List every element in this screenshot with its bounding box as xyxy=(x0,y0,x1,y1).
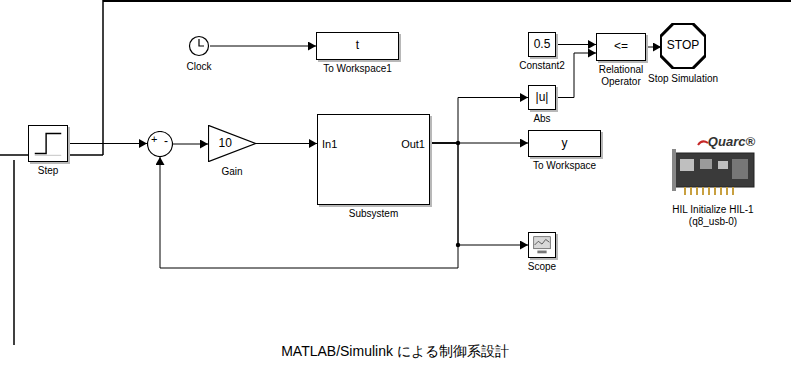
block-name: Relational Operator xyxy=(585,64,657,87)
stop-block: STOPStop Simulation xyxy=(660,23,706,69)
step-block: Step xyxy=(28,125,68,162)
signal-line xyxy=(430,98,528,144)
block-name: Step xyxy=(38,165,59,177)
block-name: Constant2 xyxy=(519,60,565,72)
block-label: + xyxy=(151,133,157,146)
hil-initialize-block: Quarc®HIL Initialize HIL-1 (q8_usb-0) xyxy=(668,135,758,200)
caption: MATLAB/Simulink による制御系設計 xyxy=(281,343,509,361)
block-label: - xyxy=(164,135,168,149)
block-shape xyxy=(147,131,173,157)
to-workspace-block: yTo Workspace xyxy=(528,130,601,157)
block-shape xyxy=(208,125,256,162)
abs-block: |u|Abs xyxy=(528,85,556,110)
block-label: STOP xyxy=(667,39,699,53)
signal-line xyxy=(556,53,596,98)
block-label: |u| xyxy=(536,91,549,105)
signal-line xyxy=(210,46,316,47)
block-name: To Workspace1 xyxy=(323,63,392,75)
block-name: Subsystem xyxy=(349,208,398,220)
signal-line xyxy=(256,143,317,144)
signal-line xyxy=(556,44,596,45)
signal-line xyxy=(68,143,147,144)
gain-block: 10Gain xyxy=(208,125,256,162)
signal-line xyxy=(646,47,661,48)
frame-line xyxy=(13,160,15,345)
frame-line xyxy=(102,0,104,155)
sum-block: +- xyxy=(147,131,173,157)
block-name: Gain xyxy=(221,166,242,178)
block-label: 0.5 xyxy=(534,38,551,52)
block-label: t xyxy=(356,39,359,53)
block-label: 10 xyxy=(219,137,232,151)
block-name: Stop Simulation xyxy=(648,73,718,85)
block-name: Scope xyxy=(528,261,556,273)
subsystem-block: In1Out1Subsystem xyxy=(317,114,430,205)
signal-line xyxy=(173,144,208,145)
frame-line xyxy=(103,0,791,2)
block-label: Quarc® xyxy=(708,135,755,150)
relational-operator-block: <=Relational Operator xyxy=(596,33,646,61)
block-name: Abs xyxy=(533,113,550,125)
block-label: <= xyxy=(614,40,628,54)
block-label: Out1 xyxy=(401,138,425,151)
clock-symbol xyxy=(188,35,210,57)
block-label: y xyxy=(562,137,568,151)
to-workspace-block: tTo Workspace1 xyxy=(316,32,399,60)
clock-block: Clock xyxy=(188,35,210,57)
scope-block: Scope xyxy=(528,232,556,258)
block-name: Clock xyxy=(186,61,211,73)
block-name: HIL Initialize HIL-1 (q8_usb-0) xyxy=(661,204,765,227)
scope-symbol xyxy=(529,233,555,257)
constant-block: 0.5Constant2 xyxy=(528,32,556,57)
signal-line xyxy=(430,143,528,245)
step-symbol xyxy=(29,126,67,161)
block-label: In1 xyxy=(322,138,337,151)
block-name: To Workspace xyxy=(533,160,596,172)
